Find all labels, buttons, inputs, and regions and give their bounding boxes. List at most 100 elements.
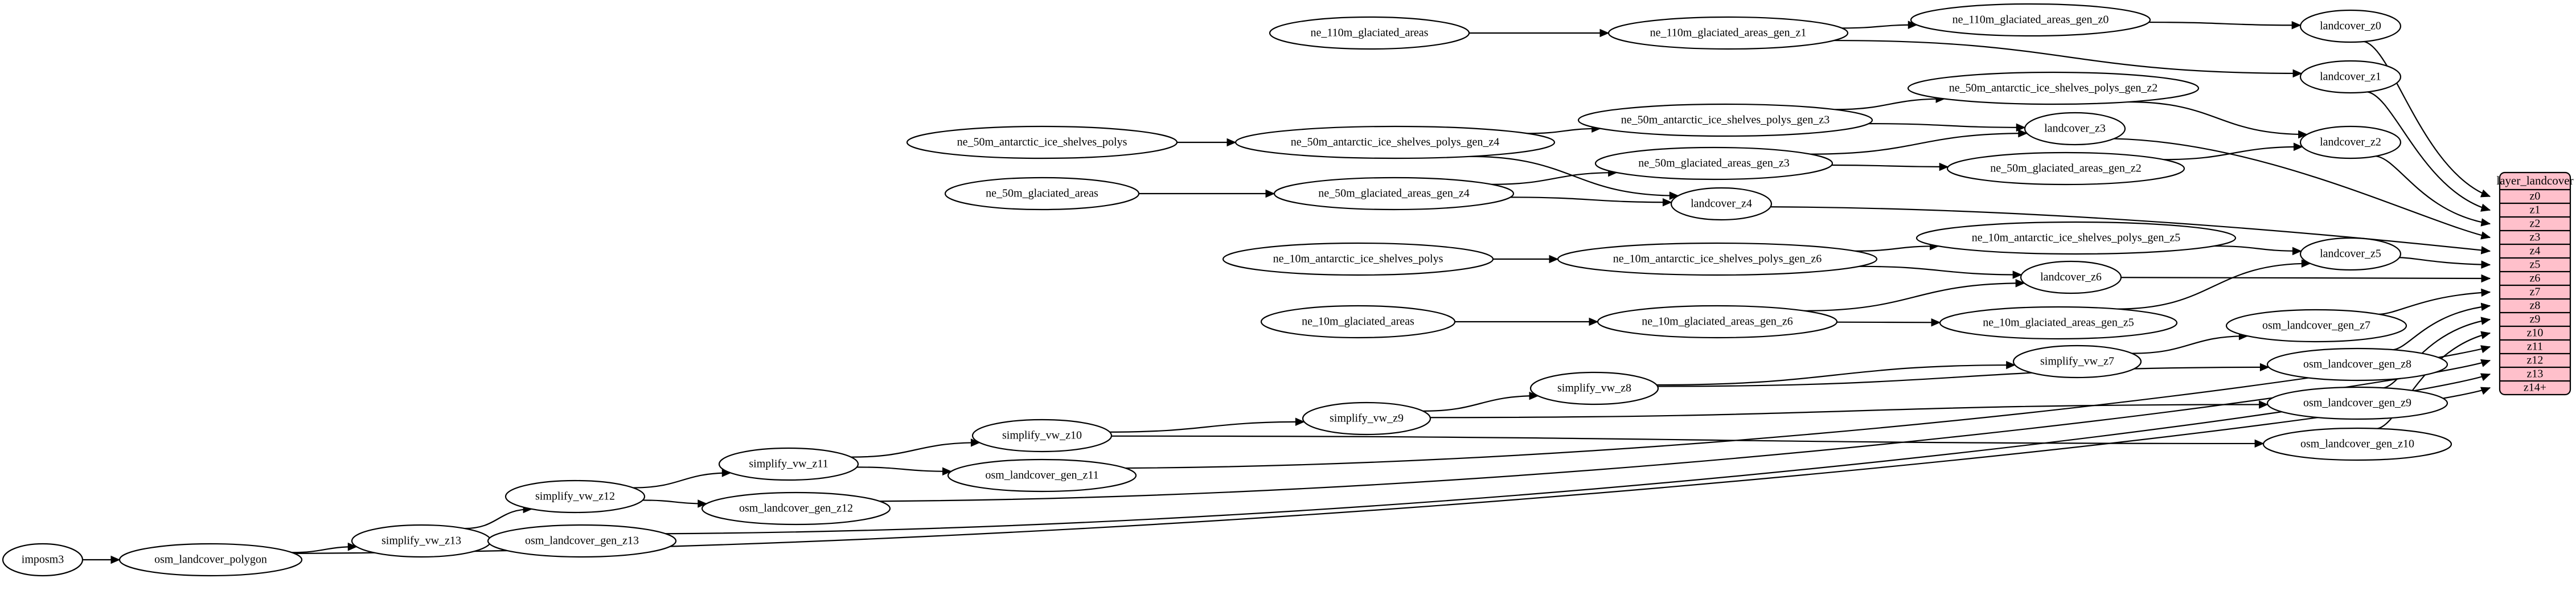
node-shape	[2299, 237, 2402, 271]
node-landcover_z0[interactable]: landcover_z0	[2299, 9, 2402, 43]
node-shape	[2020, 260, 2122, 294]
node-landcover_z3[interactable]: landcover_z3	[2024, 112, 2126, 146]
node-ne_50m_glaciated_areas_gen_z2[interactable]: ne_50m_glaciated_areas_gen_z2	[1946, 151, 2185, 186]
edge-arrowhead	[1295, 417, 1305, 427]
node-osm_landcover_gen_z13[interactable]: osm_landcover_gen_z13	[487, 524, 677, 558]
edges-layer	[83, 20, 2491, 564]
edge-arrowhead	[2293, 142, 2303, 151]
node-shape	[2262, 427, 2452, 461]
node-simplify_vw_z13[interactable]: simplify_vw_z13	[351, 524, 492, 558]
node-landcover_z1[interactable]: landcover_z1	[2299, 60, 2402, 94]
node-imposm3[interactable]: imposm3	[2, 543, 84, 577]
node-osm_landcover_polygon[interactable]: osm_landcover_polygon	[118, 543, 303, 577]
node-ne_10m_glaciated_areas_gen_z5[interactable]: ne_10m_glaciated_areas_gen_z5	[1939, 306, 2178, 340]
node-simplify_vw_z7[interactable]: simplify_vw_z7	[2012, 345, 2142, 379]
node-shape	[1607, 16, 1849, 50]
node-ne_110m_glaciated_areas[interactable]: ne_110m_glaciated_areas	[1269, 16, 1470, 50]
edge-simplify_vw_z7-to-osm_landcover_gen_z7	[2132, 335, 2248, 354]
edge-arrowhead	[2018, 129, 2028, 138]
node-simplify_vw_z8[interactable]: simplify_vw_z8	[1529, 371, 1659, 405]
edge-ne_50m_glaciated_areas_gen_z3-to-landcover_z3	[1810, 133, 2027, 155]
edge-ne_50m_antarctic_ice_shelves_polys_gen_z3-to-landcover_z3	[1868, 123, 2025, 128]
node-shape	[701, 491, 891, 526]
node-simplify_vw_z11[interactable]: simplify_vw_z11	[718, 447, 859, 481]
edge-simplify_vw_z8-to-osm_landcover_gen_z8	[1658, 366, 2269, 387]
node-shape	[1269, 16, 1470, 50]
node-ne_50m_glaciated_areas_gen_z4[interactable]: ne_50m_glaciated_areas_gen_z4	[1273, 177, 1515, 211]
edge-arrowhead	[2012, 270, 2023, 279]
node-ne_10m_glaciated_areas[interactable]: ne_10m_glaciated_areas	[1260, 305, 1456, 339]
node-ne_50m_antarctic_ice_shelves_polys_gen_z3[interactable]: ne_50m_antarctic_ice_shelves_polys_gen_z…	[1577, 103, 1873, 137]
node-shape	[351, 524, 492, 558]
edge-osm_landcover_gen_z7-to-layer_landcover-z7	[2378, 291, 2491, 315]
edge-arrowhead	[1931, 318, 1941, 327]
node-osm_landcover_gen_z11[interactable]: osm_landcover_gen_z11	[947, 458, 1137, 493]
node-osm_landcover_gen_z7[interactable]: osm_landcover_gen_z7	[2225, 309, 2407, 343]
node-shape	[1910, 3, 2151, 37]
node-osm_landcover_gen_z10[interactable]: osm_landcover_gen_z10	[2262, 427, 2452, 461]
node-ne_110m_glaciated_areas_gen_z0[interactable]: ne_110m_glaciated_areas_gen_z0	[1910, 3, 2151, 37]
edge-arrowhead	[2480, 203, 2491, 212]
edge-ne_10m_antarctic_ice_shelves_polys_gen_z6-to-ne_10m_antarctic_ice_shelves_polys_gen_z5	[1855, 245, 1939, 252]
edge-arrowhead	[2480, 302, 2491, 311]
node-ne_110m_glaciated_areas_gen_z1[interactable]: ne_110m_glaciated_areas_gen_z1	[1607, 16, 1849, 50]
edge-ne_50m_antarctic_ice_shelves_polys_gen_z2-to-landcover_z2	[2128, 101, 2307, 136]
node-osm_landcover_gen_z9[interactable]: osm_landcover_gen_z9	[2266, 386, 2448, 420]
edge-ne_110m_glaciated_areas_gen_z0-to-landcover_z0	[2148, 21, 2301, 26]
node-shape	[2024, 112, 2126, 146]
edge-simplify_vw_z10-to-simplify_vw_z9	[1109, 421, 1305, 433]
edge-arrowhead	[942, 467, 952, 476]
edge-arrowhead	[2292, 69, 2303, 78]
node-osm_landcover_gen_z12[interactable]: osm_landcover_gen_z12	[701, 491, 891, 526]
node-shape	[1946, 151, 2185, 186]
node-shape	[1577, 103, 1873, 137]
edge-ne_10m_glaciated_areas_gen_z6-to-ne_10m_glaciated_areas_gen_z5	[1836, 321, 1941, 323]
record-node-layer-landcover[interactable]: layer_landcoverz0z1z2z3z4z5z6z7z8z9z10z1…	[2496, 171, 2574, 396]
edge-ne_110m_glaciated_areas_gen_z1-to-ne_110m_glaciated_areas_gen_z0	[1841, 24, 1917, 29]
node-simplify_vw_z12[interactable]: simplify_vw_z12	[504, 479, 646, 514]
edge-simplify_vw_z12-to-osm_landcover_gen_z12	[642, 499, 707, 505]
edge-arrowhead	[1227, 138, 1237, 147]
edge-arrowhead	[2480, 373, 2491, 382]
edge-simplify_vw_z8-to-simplify_vw_z7	[1656, 364, 2015, 386]
node-ne_10m_antarctic_ice_shelves_polys[interactable]: ne_10m_antarctic_ice_shelves_polys	[1222, 242, 1494, 276]
edge-arrowhead	[2481, 260, 2491, 269]
edge-arrowhead	[2481, 274, 2491, 283]
node-ne_10m_antarctic_ice_shelves_polys_gen_z5[interactable]: ne_10m_antarctic_ice_shelves_polys_gen_z…	[1915, 221, 2237, 255]
node-shape	[487, 524, 677, 558]
node-landcover_z5[interactable]: landcover_z5	[2299, 237, 2402, 271]
node-simplify_vw_z9[interactable]: simplify_vw_z9	[1302, 401, 1431, 436]
node-ne_50m_glaciated_areas_gen_z3[interactable]: ne_50m_glaciated_areas_gen_z3	[1594, 146, 1833, 181]
edge-arrowhead	[2291, 21, 2302, 30]
edge-ne_50m_glaciated_areas_gen_z4-to-ne_50m_glaciated_areas_gen_z3	[1491, 171, 1617, 185]
node-ne_10m_antarctic_ice_shelves_polys_gen_z6[interactable]: ne_10m_antarctic_ice_shelves_polys_gen_z…	[1557, 242, 1878, 276]
node-shape	[2266, 347, 2448, 382]
edge-arrowhead	[110, 555, 121, 564]
node-ne_50m_antarctic_ice_shelves_polys_gen_z2[interactable]: ne_50m_antarctic_ice_shelves_polys_gen_z…	[1907, 71, 2200, 105]
node-shape	[2299, 125, 2402, 159]
edge-simplify_vw_z12-to-simplify_vw_z11	[633, 472, 731, 489]
node-simplify_vw_z10[interactable]: simplify_vw_z10	[971, 419, 1113, 453]
edge-arrowhead	[2254, 439, 2265, 448]
edge-arrowhead	[2480, 231, 2491, 240]
edge-ne_50m_antarctic_ice_shelves_polys_gen_z4-to-ne_50m_antarctic_ice_shelves_polys_gen_z3	[1527, 128, 1601, 134]
node-shape	[2299, 9, 2402, 43]
node-ne_50m_antarctic_ice_shelves_polys[interactable]: ne_50m_antarctic_ice_shelves_polys	[906, 125, 1178, 159]
node-ne_10m_glaciated_areas_gen_z6[interactable]: ne_10m_glaciated_areas_gen_z6	[1597, 305, 1838, 339]
node-shape	[118, 543, 303, 577]
edge-arrowhead	[2016, 123, 2026, 132]
node-osm_landcover_gen_z8[interactable]: osm_landcover_gen_z8	[2266, 347, 2448, 382]
edge-arrowhead	[2481, 288, 2491, 297]
node-landcover_z4[interactable]: landcover_z4	[1670, 187, 1773, 221]
edge-arrowhead	[2292, 247, 2302, 256]
node-shape	[1594, 146, 1833, 181]
node-landcover_z2[interactable]: landcover_z2	[2299, 125, 2402, 159]
edge-landcover_z3-to-layer_landcover-z3	[2114, 138, 2491, 239]
node-landcover_z6[interactable]: landcover_z6	[2020, 260, 2122, 294]
node-ne_50m_antarctic_ice_shelves_polys_gen_z4[interactable]: ne_50m_antarctic_ice_shelves_polys_gen_z…	[1234, 125, 1556, 159]
node-ne_50m_glaciated_areas[interactable]: ne_50m_glaciated_areas	[944, 177, 1140, 211]
node-shape	[2266, 386, 2448, 420]
node-shape	[1597, 305, 1838, 339]
node-shape	[2, 543, 84, 577]
